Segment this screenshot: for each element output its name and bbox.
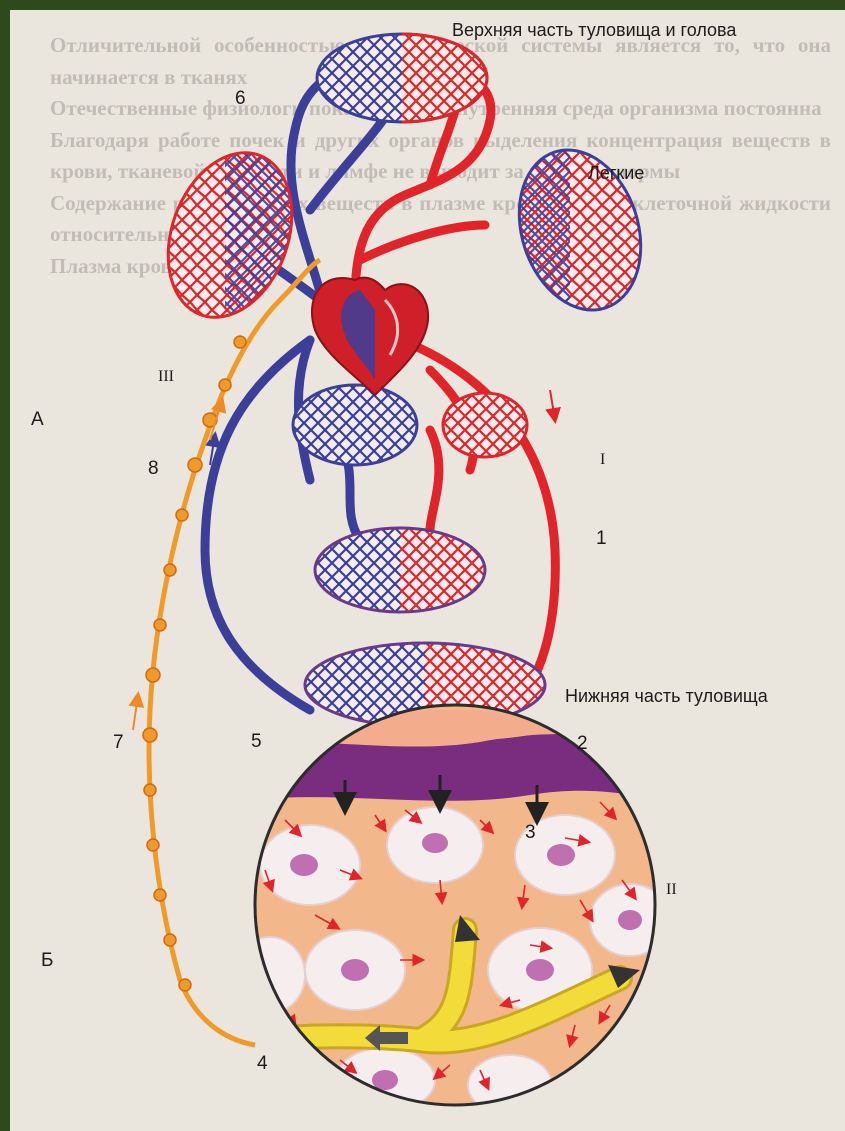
- label-lower-body: Нижняя часть туловища: [565, 686, 768, 707]
- number-1: 1: [596, 528, 607, 550]
- roman-1: I: [600, 451, 605, 469]
- number-3: 3: [525, 822, 536, 844]
- number-7: 7: [113, 732, 124, 754]
- liver-artery: [430, 430, 439, 530]
- head-vein-left: [310, 110, 390, 210]
- number-2: 2: [577, 733, 588, 755]
- middle-capillary-network: [315, 528, 486, 612]
- digestive-capillary-network: [290, 380, 420, 470]
- pulmonary-artery-right: [360, 225, 485, 260]
- number-4: 4: [257, 1053, 268, 1075]
- number-5: 5: [251, 731, 262, 753]
- circulation-diagram: [10, 10, 845, 1131]
- superior-vena-cava: [291, 70, 340, 310]
- tissue-zoom: [235, 705, 670, 1115]
- letter-b: Б: [41, 950, 53, 972]
- page: Отличительной особенностью лимфатической…: [10, 10, 845, 1131]
- letter-a: А: [31, 409, 44, 431]
- number-8: 8: [148, 458, 159, 480]
- number-6: 6: [235, 88, 246, 110]
- heart: [312, 278, 428, 395]
- label-lungs: Легкие: [588, 163, 644, 184]
- head-capillary-network: [317, 34, 488, 122]
- label-upper-body-head: Верхняя часть туловища и голова: [452, 20, 736, 41]
- lymph-arrow-lower: [133, 695, 138, 730]
- roman-3: III: [158, 368, 174, 386]
- aorta-arrow: [550, 390, 555, 420]
- roman-2: II: [666, 881, 677, 899]
